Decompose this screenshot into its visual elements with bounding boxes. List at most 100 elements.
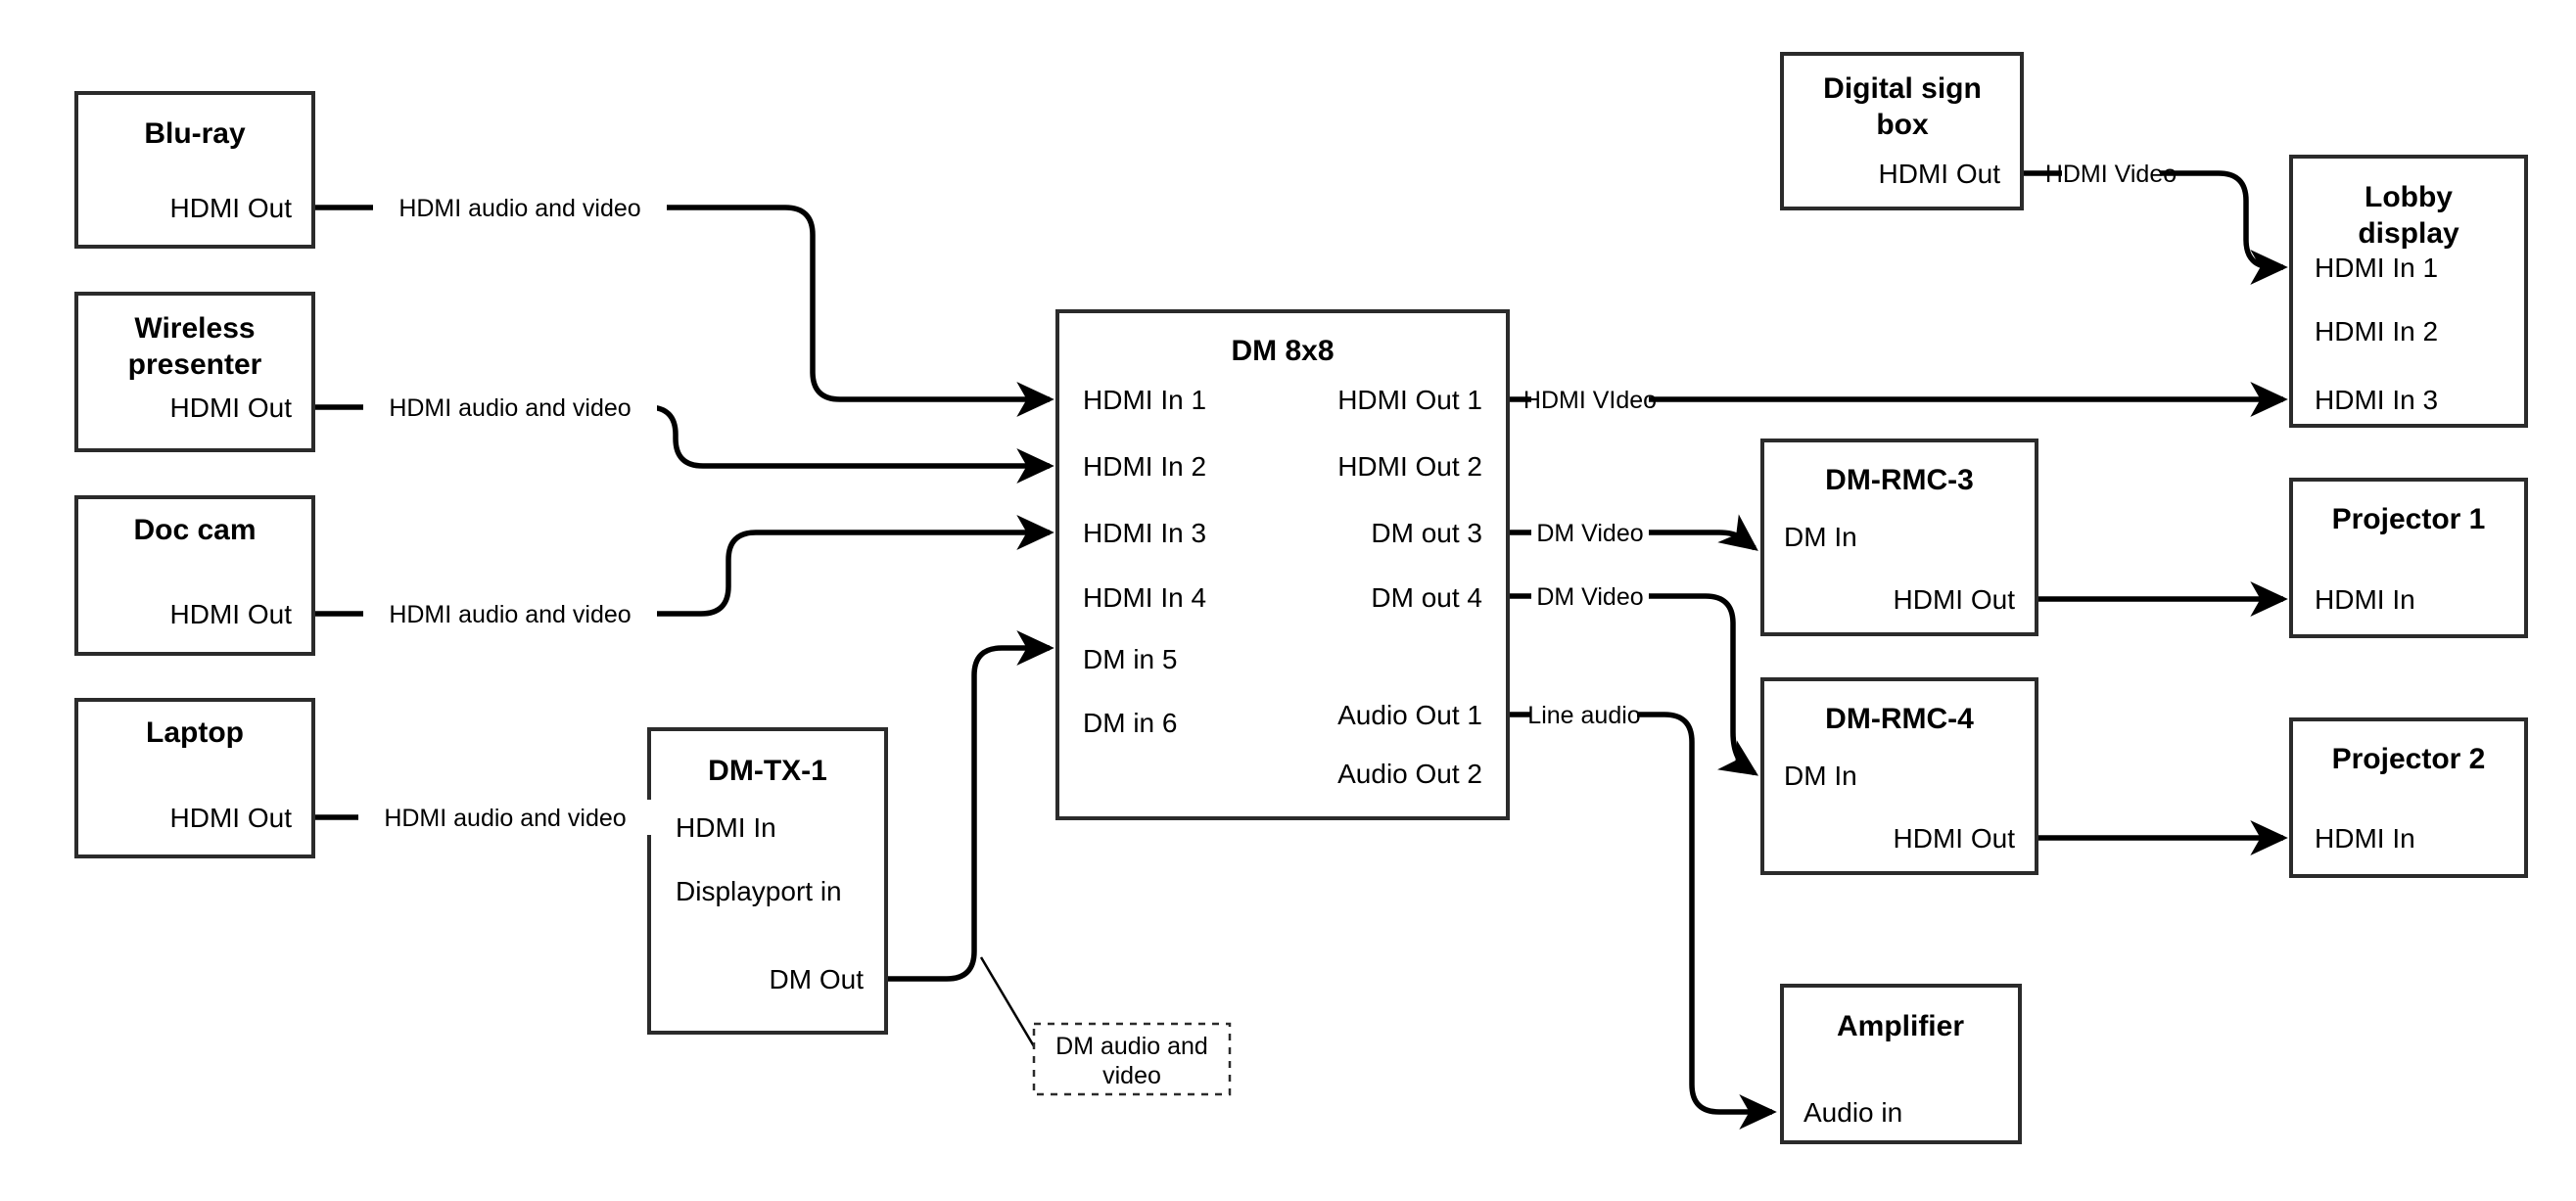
edge-label-laptop-to-tx-text: HDMI audio and video	[384, 805, 626, 832]
dm-rmc-4-dm-in-label: DM In	[1784, 761, 1857, 791]
lobby-display-hdmi-in-1-label: HDMI In 1	[2315, 253, 2438, 283]
dm-8x8-input-hdmi-in-4: HDMI In 4	[1083, 582, 1206, 613]
digital-sign-box-box[interactable]	[1780, 52, 2024, 210]
callout-dm-audio-and-video-line1: DM audio and	[1055, 1033, 1208, 1060]
dm-rmc-3-title: DM-RMC-3	[1825, 464, 1974, 496]
wire-bluray-to-dm-in1	[313, 205, 1054, 417]
dm-8x8-output-hdmi-out-1: HDMI Out 1	[1337, 385, 1482, 415]
device-wireless-presenter[interactable]: Wireless presenter HDMI Out	[74, 292, 315, 452]
dm-8x8-output-hdmi-out-2: HDMI Out 2	[1337, 451, 1482, 482]
doc-cam-title: Doc cam	[133, 514, 256, 546]
dm-8x8-input-hdmi-in-1: HDMI In 1	[1083, 385, 1206, 415]
device-amplifier[interactable]: Amplifier Audio in	[1780, 984, 2022, 1144]
wire-dm-audio1-to-amp	[1508, 712, 1772, 1112]
dm-8x8-output-dm-out-3: DM out 3	[1371, 518, 1482, 548]
edge-label-dm-out4-to-rmc4: DM Video	[1531, 578, 1649, 614]
device-dm-rmc-4[interactable]: DM-RMC-4 DM In HDMI Out	[1760, 677, 2038, 875]
edge-label-doccam-to-dm: HDMI audio and video	[363, 596, 657, 631]
edge-label-wireless-to-dm-text: HDMI audio and video	[389, 394, 631, 422]
amplifier-title: Amplifier	[1837, 1010, 1964, 1042]
wire-wireless-to-dm-in2	[313, 404, 1054, 484]
dm-rmc-3-dm-in-label: DM In	[1784, 522, 1857, 552]
device-lobby-display[interactable]: Lobby display HDMI In 1 HDMI In 2 HDMI I…	[2289, 155, 2528, 428]
doc-cam-hdmi-out-label: HDMI Out	[170, 599, 293, 629]
edge-label-signbox-to-lobby: HDMI Video	[2045, 156, 2177, 191]
digital-sign-box-hdmi-out-label: HDMI Out	[1879, 159, 2001, 189]
device-projector-2[interactable]: Projector 2 HDMI In	[2289, 717, 2528, 878]
dm-tx-1-dm-out-label: DM Out	[770, 964, 865, 994]
dm-8x8-input-dm-in-6: DM in 6	[1083, 708, 1177, 738]
lobby-display-hdmi-in-2-label: HDMI In 2	[2315, 316, 2438, 346]
projector-2-hdmi-in-label: HDMI In	[2315, 823, 2415, 854]
projector-1-hdmi-in-label: HDMI In	[2315, 584, 2415, 615]
amplifier-audio-in-label: Audio in	[1803, 1097, 1902, 1128]
laptop-title: Laptop	[146, 716, 244, 749]
edge-label-bluray-to-dm: HDMI audio and video	[373, 190, 667, 225]
dm-8x8-input-dm-in-5: DM in 5	[1083, 644, 1177, 674]
wire-dm-out4-to-rmc4	[1508, 593, 1755, 773]
dm-8x8-output-audio-out-2: Audio Out 2	[1337, 759, 1482, 789]
projector-1-title: Projector 1	[2332, 503, 2486, 535]
projector-2-box[interactable]	[2289, 717, 2528, 878]
wireless-presenter-box[interactable]	[74, 292, 315, 452]
device-dm-tx-1[interactable]: DM-TX-1 HDMI In Displayport in DM Out	[647, 727, 888, 1035]
edge-label-wireless-to-dm: HDMI audio and video	[363, 390, 657, 425]
dm-8x8-title: DM 8x8	[1231, 335, 1334, 367]
dm-rmc-4-hdmi-out-label: HDMI Out	[1894, 823, 2016, 854]
lobby-display-box[interactable]	[2289, 155, 2528, 428]
dm-8x8-input-hdmi-in-3: HDMI In 3	[1083, 518, 1206, 548]
dm-rmc-3-box[interactable]	[1760, 439, 2038, 636]
device-laptop[interactable]: Laptop HDMI Out	[74, 698, 315, 858]
doc-cam-box[interactable]	[74, 495, 315, 656]
projector-2-title: Projector 2	[2332, 743, 2486, 775]
dm-8x8-output-audio-out-1: Audio Out 1	[1337, 700, 1482, 730]
edge-label-dm-out3-to-rmc3-text: DM Video	[1536, 520, 1643, 547]
dm-tx-1-hdmi-in-label: HDMI In	[676, 812, 776, 843]
dm-8x8-output-dm-out-4: DM out 4	[1371, 582, 1482, 613]
device-digital-sign-box[interactable]: Digital sign box HDMI Out	[1780, 52, 2024, 210]
lobby-display-hdmi-in-3-label: HDMI In 3	[2315, 385, 2438, 415]
lobby-display-title-line1: Lobby	[2365, 181, 2453, 213]
bluray-box[interactable]	[74, 91, 315, 249]
wire-tx-dmout-to-dm-in5	[886, 630, 1054, 982]
edge-label-doccam-to-dm-text: HDMI audio and video	[389, 601, 631, 628]
wire-doccam-to-dm-in3	[313, 515, 1054, 617]
dm-8x8-input-hdmi-in-2: HDMI In 2	[1083, 451, 1206, 482]
callout-dm-audio-and-video: DM audio and video	[1032, 1022, 1232, 1096]
bluray-hdmi-out-label: HDMI Out	[170, 193, 293, 223]
device-dm-rmc-3[interactable]: DM-RMC-3 DM In HDMI Out	[1760, 439, 2038, 636]
edge-label-dm-out1-to-lobby: HDMI VIdeo	[1523, 382, 1657, 417]
amplifier-box[interactable]	[1780, 984, 2022, 1144]
callout-dm-audio-and-video-box	[1032, 1022, 1232, 1096]
wireless-presenter-title-line2: presenter	[128, 348, 262, 381]
edge-label-dm-audio1-to-amp-text: Line audio	[1527, 702, 1640, 729]
dm-rmc-3-hdmi-out-label: HDMI Out	[1894, 584, 2016, 615]
dm-tx-1-displayport-in-label: Displayport in	[676, 876, 842, 906]
device-projector-1[interactable]: Projector 1 HDMI In	[2289, 478, 2528, 638]
device-doc-cam[interactable]: Doc cam HDMI Out	[74, 495, 315, 656]
edge-label-dm-out1-to-lobby-text: HDMI VIdeo	[1523, 387, 1657, 414]
callout-leader-line	[979, 956, 1036, 1047]
wireless-presenter-title-line1: Wireless	[134, 312, 255, 345]
dm-rmc-4-title: DM-RMC-4	[1825, 703, 1974, 735]
dm-8x8-box[interactable]	[1055, 309, 1510, 820]
edge-label-bluray-to-dm-text: HDMI audio and video	[398, 195, 640, 222]
device-dm-8x8[interactable]: DM 8x8 HDMI In 1 HDMI In 2 HDMI In 3 HDM…	[1055, 309, 1510, 820]
bluray-title: Blu-ray	[144, 117, 246, 150]
laptop-hdmi-out-label: HDMI Out	[170, 803, 293, 833]
edge-label-laptop-to-tx: HDMI audio and video	[358, 800, 652, 835]
dm-tx-1-title: DM-TX-1	[708, 755, 827, 787]
edge-label-dm-out4-to-rmc4-text: DM Video	[1536, 583, 1643, 611]
lobby-display-title-line2: display	[2358, 217, 2459, 250]
digital-sign-box-title-line1: Digital sign	[1823, 72, 1982, 105]
wire-signbox-to-lobby-in1	[2022, 170, 2283, 267]
laptop-box[interactable]	[74, 698, 315, 858]
device-bluray[interactable]: Blu-ray HDMI Out	[74, 91, 315, 249]
dm-tx-1-box[interactable]	[647, 727, 888, 1035]
projector-1-box[interactable]	[2289, 478, 2528, 638]
dm-rmc-4-box[interactable]	[1760, 677, 2038, 875]
digital-sign-box-title-line2: box	[1876, 109, 1929, 141]
wireless-presenter-hdmi-out-label: HDMI Out	[170, 393, 293, 423]
